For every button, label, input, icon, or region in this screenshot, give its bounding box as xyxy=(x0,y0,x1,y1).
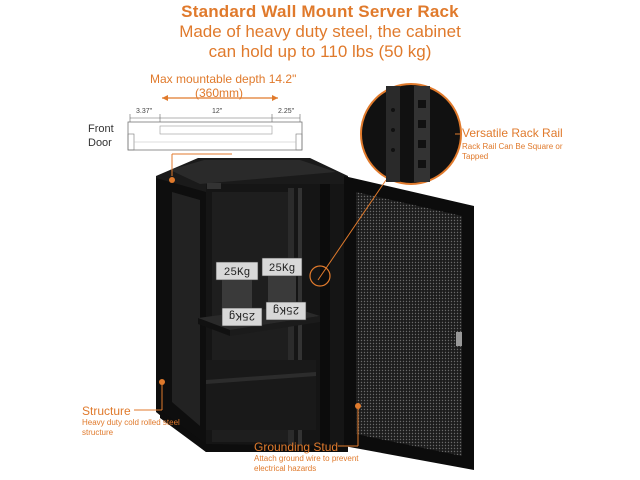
structure-callout-line xyxy=(134,379,165,411)
dim-left: 3.37" xyxy=(136,108,153,115)
weights: 25Kg 25Kg 25Kg 25Kg xyxy=(215,257,307,327)
rail-zoom xyxy=(309,83,462,287)
grounding-callout-line xyxy=(338,403,361,447)
front-door-callout xyxy=(169,153,232,183)
depth-arrow xyxy=(162,95,278,101)
page-title: Standard Wall Mount Server Rack xyxy=(181,2,459,21)
rail-callout-title: Versatile Rack Rail xyxy=(462,126,563,140)
depth-metric: (360mm) xyxy=(195,86,244,100)
structure-callout-title: Structure xyxy=(82,404,131,418)
structure-callout-desc: Heavy duty cold rolled steel structure xyxy=(82,418,180,437)
depth-label-text: Max mountable depth xyxy=(150,72,269,86)
grounding-callout-desc: Attach ground wire to prevent electrical… xyxy=(254,454,359,473)
depth-label: Max mountable depth 14.2" xyxy=(150,72,296,86)
weight-label-2: 25Kg xyxy=(269,263,295,275)
dim-middle: 12" xyxy=(212,108,223,115)
front-door xyxy=(344,176,474,470)
dim-right: 2.25" xyxy=(278,108,295,115)
subtitle-line-2: can hold up to 110 lbs (50 kg) xyxy=(208,42,432,61)
subtitle-line-1: Made of heavy duty steel, the cabinet xyxy=(179,22,461,41)
depth-value: 14.2" xyxy=(268,72,297,86)
weight-label-4: 25Kg xyxy=(273,303,299,315)
grounding-callout-title: Grounding Stud xyxy=(254,440,339,454)
weight-label-1: 25Kg xyxy=(224,267,250,279)
rail-callout-desc: Rack Rail Can Be Square or Tapped xyxy=(462,142,563,161)
weight-label-3: 25Kg xyxy=(229,309,255,321)
top-view-diagram xyxy=(127,114,303,151)
